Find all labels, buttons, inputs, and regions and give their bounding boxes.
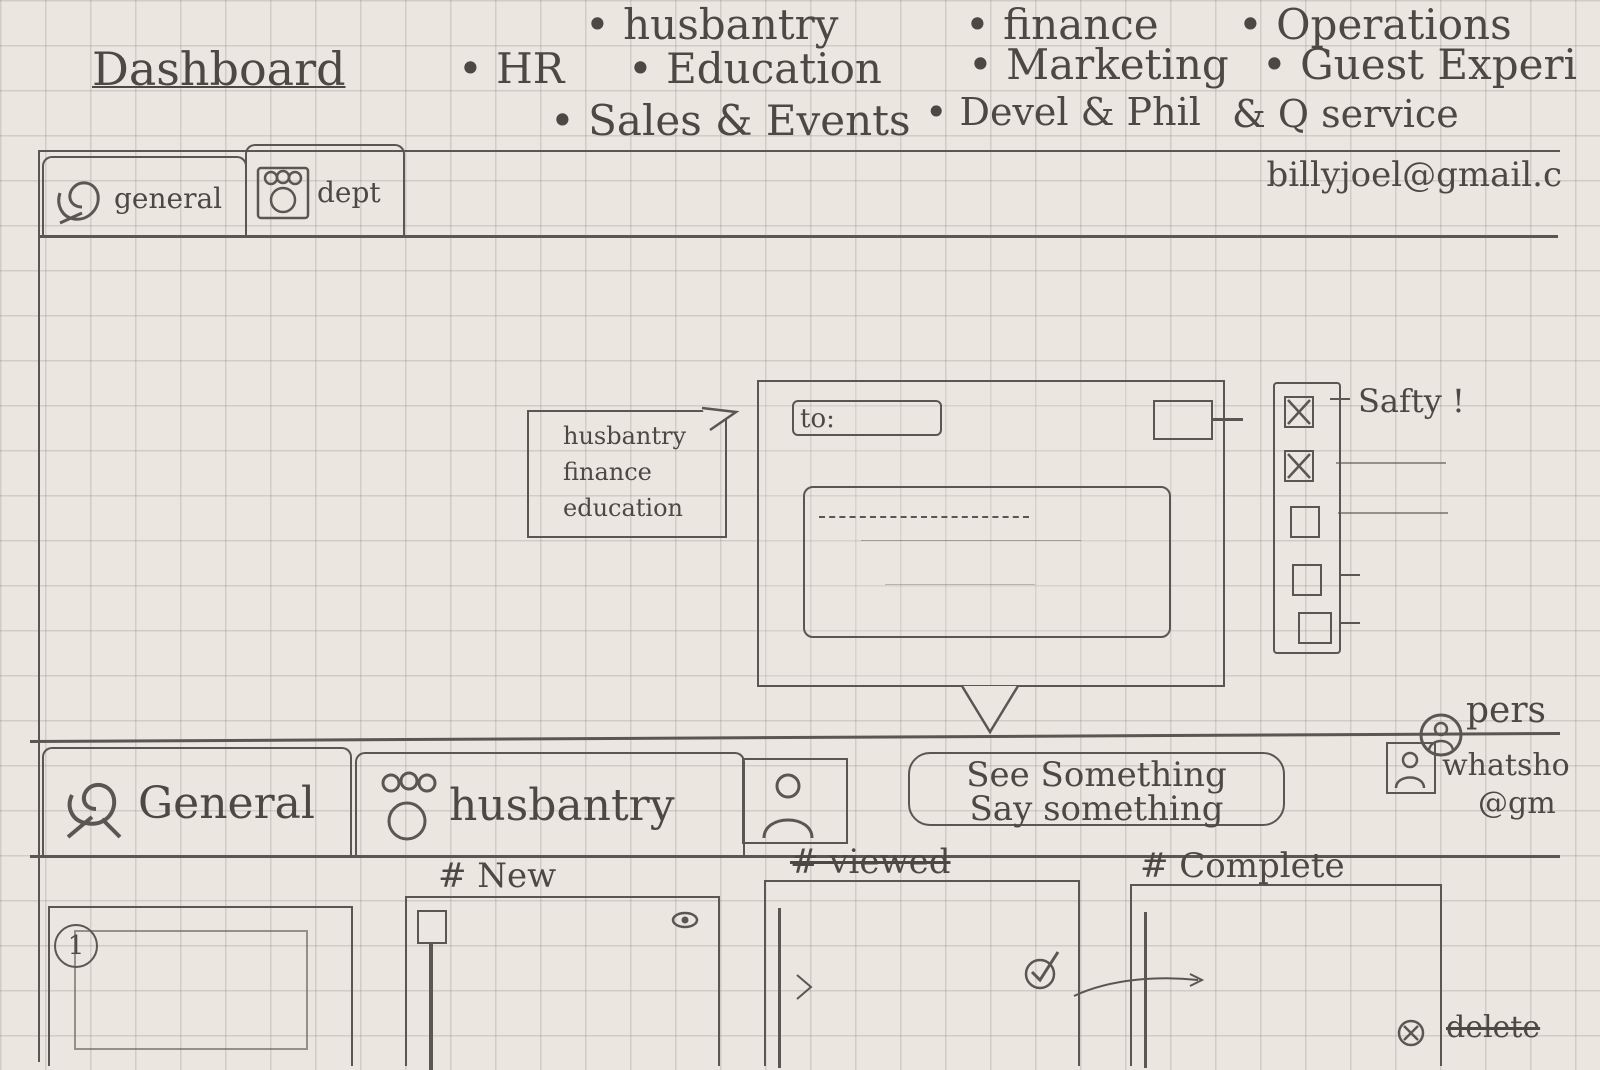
department-dropdown[interactable]: husbantry finance education (527, 410, 727, 538)
nav-item-sales-events[interactable]: • Sales & Events (550, 96, 911, 145)
card-handle[interactable] (417, 910, 447, 944)
nav-item-guest-experience[interactable]: • Guest Experi (1262, 40, 1577, 89)
popup-pointer (960, 685, 1020, 735)
person-name: pers (1466, 690, 1547, 731)
compose-popup (757, 380, 1225, 687)
person-email-domain: @gm (1478, 786, 1556, 821)
delete-icon[interactable] (1396, 1018, 1426, 1048)
to-field[interactable]: to: (792, 400, 942, 436)
group-icon (381, 771, 437, 840)
group-icon (256, 166, 310, 220)
page-title: Dashboard (92, 42, 346, 96)
nav-item-hr[interactable]: • HR (458, 44, 565, 93)
nav-item-finance[interactable]: • finance (965, 0, 1159, 49)
column-header-complete[interactable]: # Complete (1140, 846, 1345, 886)
delete-button[interactable]: delete (1446, 1010, 1541, 1045)
top-tab-dept[interactable]: dept (245, 144, 405, 238)
category-checkbox[interactable] (1292, 564, 1322, 596)
check-x-icon (1287, 453, 1311, 479)
top-tabbar-divider (38, 235, 1558, 238)
slogan-banner: See Something Say something (908, 752, 1285, 826)
nav-item-q-service[interactable]: & Q service (1232, 92, 1459, 136)
nav-item-operations[interactable]: • Operations (1238, 0, 1512, 49)
card-rail (429, 944, 433, 1070)
category-checkbox[interactable] (1284, 450, 1314, 482)
person-circle-icon (1419, 713, 1463, 757)
message-field[interactable] (803, 486, 1171, 638)
category-toggle-button[interactable] (1153, 400, 1213, 440)
spiral-icon (57, 181, 100, 225)
nav-item-education[interactable]: • Education (628, 44, 882, 93)
card-viewed[interactable] (764, 880, 1080, 1068)
top-tab-general[interactable]: general (42, 156, 247, 238)
person-avatar[interactable] (1386, 742, 1436, 794)
tick-line (1340, 622, 1360, 624)
card-rail (1144, 912, 1147, 1068)
category-checkbox[interactable] (1298, 612, 1332, 644)
move-arrow-icon (1073, 973, 1205, 997)
column-header-viewed[interactable]: # viewed (790, 842, 951, 882)
category-checkbox[interactable] (1290, 506, 1320, 538)
eye-icon (671, 911, 699, 929)
person-email: whatsho (1442, 748, 1570, 783)
check-circle-icon[interactable] (1020, 948, 1064, 992)
category-label-line (1338, 512, 1448, 514)
main-frame (38, 150, 1560, 1062)
tick-line (1340, 574, 1360, 576)
dropdown-pointer (701, 406, 740, 432)
nav-item-marketing[interactable]: • Marketing (968, 40, 1229, 89)
bottom-tabbar-divider (30, 855, 1560, 858)
text-placeholder-line (819, 516, 1029, 518)
nav-item-husbantry[interactable]: • husbantry (585, 0, 839, 49)
play-icon (796, 974, 813, 1000)
user-email[interactable]: billyjoel@gmail.c (1266, 155, 1562, 195)
check-x-icon (1287, 399, 1311, 425)
person-icon (1394, 751, 1426, 789)
safety-label: Safty ! (1358, 382, 1465, 420)
tab-general[interactable]: General (42, 747, 352, 857)
card-content (74, 930, 308, 1050)
connector-line (1213, 418, 1243, 421)
nav-item-devel-phil[interactable]: • Devel & Phil (925, 90, 1201, 134)
column-header-new[interactable]: # New (438, 856, 557, 896)
card-new[interactable] (405, 896, 720, 1070)
person-icon (762, 773, 814, 839)
tick-line (1330, 398, 1350, 400)
card-rail (778, 908, 781, 1068)
card-general[interactable]: 1 (48, 906, 353, 1066)
category-panel (1273, 382, 1341, 654)
category-label-line (1336, 462, 1446, 464)
card-complete[interactable] (1073, 884, 1442, 1068)
profile-button[interactable] (742, 758, 848, 844)
spiral-icon (66, 782, 122, 839)
tab-husbantry[interactable]: husbantry (355, 752, 745, 857)
text-placeholder-line (861, 540, 1081, 541)
text-placeholder-line (885, 584, 1035, 585)
safety-checkbox[interactable] (1284, 396, 1314, 428)
